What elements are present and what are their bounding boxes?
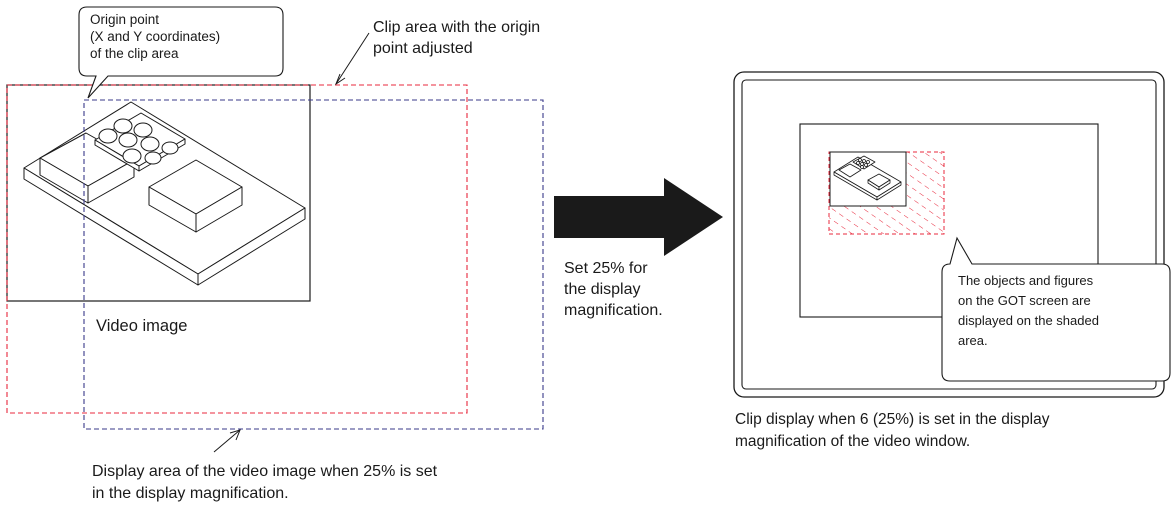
clip-area-dashed-rect [6, 84, 468, 414]
set-magnification-line-2: the display [564, 281, 641, 298]
video-image-label: Video image [96, 317, 187, 335]
set-magnification-line-3: magnification. [564, 302, 663, 319]
svg-text:Display area of the video imag: Display area of the video image when 25%… [92, 463, 442, 502]
shaded-area-note-callout: The objects and figures on the GOT scree… [941, 236, 1171, 382]
clip-adjusted-leader-head [334, 73, 346, 86]
svg-text:Clip area with the origin: Clip area with the origin point adjusted [373, 19, 545, 57]
small-device-illustration [833, 155, 902, 201]
device-illustration [23, 101, 306, 286]
clip-display-line-2: magnification of the video window. [735, 433, 970, 450]
svg-text:Clip display when 6 (25%) is s: Clip display when 6 (25%) is set in the … [735, 411, 1054, 450]
shaded-note-line-3: displayed on the shaded [958, 313, 1099, 328]
origin-point-callout: Origin point (X and Y coordinates) of th… [78, 6, 284, 99]
svg-text:Set 25% for the display: Set 25% for the display magnification. [564, 260, 663, 319]
display-area-leader [213, 429, 241, 453]
origin-callout-line-2: (X and Y coordinates) [90, 29, 220, 44]
shaded-note-line-2: on the GOT screen are [958, 293, 1091, 308]
display-area-line-1: Display area of the video image when 25%… [92, 463, 438, 480]
display-area-leader-head [229, 429, 241, 441]
display-area-dashed-rect [83, 99, 544, 430]
got-frame-outer [733, 71, 1165, 398]
svg-text:The objects and figures: The objects and figures on the GOT scree… [958, 273, 1103, 348]
shaded-note-line-1: The objects and figures [958, 273, 1094, 288]
clip-adjusted-line-2: point adjusted [373, 40, 473, 57]
set-magnification-line-1: Set 25% for [564, 260, 648, 277]
clip-adjusted-leader [335, 32, 370, 85]
display-area-line-2: in the display magnification. [92, 485, 289, 502]
right-arrow [554, 178, 723, 256]
origin-callout-line-1: Origin point [90, 12, 159, 27]
svg-text:Origin point (X and Y co: Origin point (X and Y coordinates) of th… [90, 12, 224, 61]
got-frame-inner [741, 79, 1157, 390]
origin-callout-line-3: of the clip area [90, 46, 179, 61]
clip-display-line-1: Clip display when 6 (25%) is set in the … [735, 411, 1050, 428]
clip-adjusted-line-1: Clip area with the origin [373, 19, 540, 36]
shaded-note-line-4: area. [958, 333, 988, 348]
